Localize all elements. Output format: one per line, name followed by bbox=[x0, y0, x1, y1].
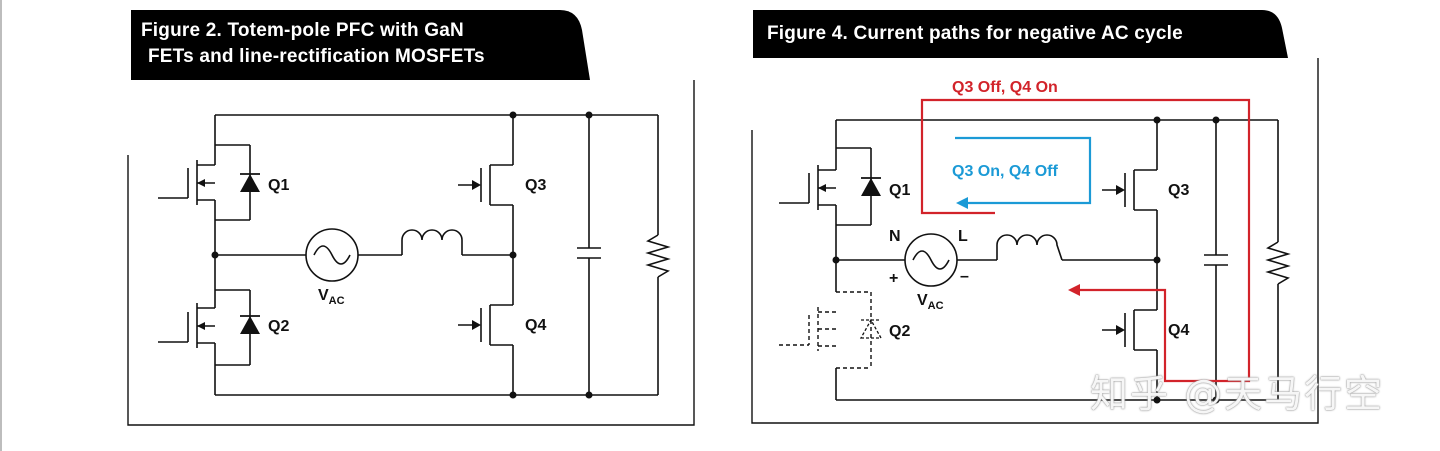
figure-2-nodes bbox=[211, 111, 593, 399]
f4-vac-label: VAC bbox=[917, 292, 944, 312]
red-path-label: Q3 Off, Q4 On bbox=[952, 79, 1058, 96]
figure-2-frame bbox=[127, 80, 695, 426]
blue-current-path bbox=[955, 136, 1092, 205]
f4-q4-label: Q4 bbox=[1168, 322, 1189, 339]
red-path-arrowhead bbox=[1068, 284, 1080, 296]
q3-label: Q3 bbox=[525, 177, 546, 194]
watermark-text: 知乎 @天马行空 bbox=[1090, 372, 1385, 416]
vac-label: VAC bbox=[318, 287, 345, 307]
figure-4-frame bbox=[751, 58, 1319, 424]
figure-2-circuit bbox=[158, 114, 671, 396]
figure-4-title: Figure 4. Current paths for negative AC … bbox=[767, 23, 1183, 44]
q1-label: Q1 bbox=[268, 177, 289, 194]
q2-label: Q2 bbox=[268, 318, 289, 335]
figure-2-title-line2: FETs and line-rectification MOSFETs bbox=[148, 46, 485, 67]
page-left-border bbox=[0, 0, 2, 451]
figure-2-title-line1: Figure 2. Totem-pole PFC with GaN bbox=[141, 20, 464, 41]
figure-4-q2-dashed bbox=[779, 291, 872, 369]
f4-q3-label: Q3 bbox=[1168, 182, 1189, 199]
blue-path-arrowhead bbox=[956, 197, 968, 209]
figure-2: Q1 Q2 Q3 Q4 VAC Figure 2. Totem-pole PFC… bbox=[127, 10, 695, 426]
q4-label: Q4 bbox=[525, 317, 546, 334]
f4-q2-label: Q2 bbox=[889, 323, 910, 340]
minus-label: – bbox=[960, 268, 969, 285]
blue-path-label: Q3 On, Q4 Off bbox=[952, 163, 1058, 180]
line-label: L bbox=[958, 228, 968, 245]
figure-2-svg: Q1 Q2 Q3 Q4 VAC bbox=[127, 10, 695, 426]
figure-4-header-bg bbox=[753, 10, 1288, 58]
red-current-path bbox=[920, 98, 1251, 383]
figure-2-header-bg bbox=[131, 10, 590, 80]
plus-label: + bbox=[889, 270, 898, 287]
f4-q1-label: Q1 bbox=[889, 182, 910, 199]
figure-4-circuit bbox=[779, 119, 1291, 401]
figure-4-nodes bbox=[832, 116, 1220, 404]
neutral-label: N bbox=[889, 228, 901, 245]
